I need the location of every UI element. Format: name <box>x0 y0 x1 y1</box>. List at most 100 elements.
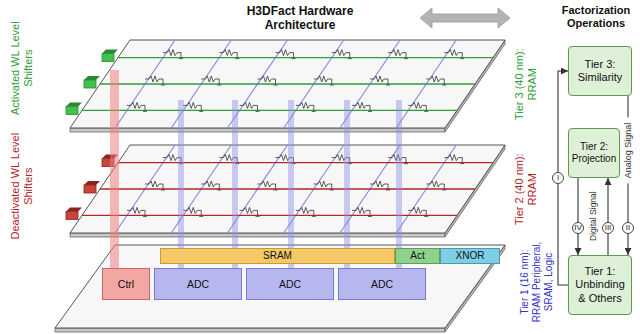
transistor-symbol <box>274 190 278 191</box>
section-title: Factorization Operations <box>554 4 638 30</box>
resistor-symbol <box>163 50 181 58</box>
resistor-symbol <box>240 102 258 110</box>
resistor-symbol <box>296 207 314 215</box>
resistor-symbol <box>127 102 145 110</box>
resistor-symbol <box>276 50 294 58</box>
logic-block: XNOR <box>440 248 500 264</box>
transistor-symbol <box>386 85 390 86</box>
logic-block: Act <box>395 248 440 264</box>
transistor-symbol <box>312 111 316 112</box>
resistor-symbol <box>408 102 426 110</box>
node-text: Ctrl <box>105 278 147 291</box>
control-block: Ctrl <box>102 268 150 300</box>
callout-number: II <box>622 222 634 234</box>
transistor-symbol <box>330 190 334 191</box>
word-line <box>118 57 493 58</box>
transistor-symbol <box>330 85 334 86</box>
adc-block: ADC <box>246 268 334 300</box>
level-shifter-top <box>84 181 100 185</box>
transistor-symbol <box>404 58 408 59</box>
adc-block: ADC <box>338 268 426 300</box>
transistor-symbol <box>143 111 147 112</box>
level-shifter <box>66 211 78 219</box>
signal-label: Digital Signal <box>588 185 598 247</box>
word-line <box>118 162 493 163</box>
level-shifter-top <box>66 207 82 211</box>
transistor-symbol <box>199 216 203 217</box>
node-text: XNOR <box>443 250 497 262</box>
transistor-symbol <box>442 190 446 191</box>
transistor-symbol <box>386 190 390 191</box>
transistor-symbol <box>161 85 165 86</box>
resistor-symbol <box>240 207 258 215</box>
transistor-symbol <box>179 58 183 59</box>
transistor-symbol <box>274 85 278 86</box>
node-text: SRAM <box>163 250 392 262</box>
transistor-symbol <box>368 216 372 217</box>
double-arrow <box>420 8 510 28</box>
vertical-via <box>396 100 402 268</box>
resistor-symbol <box>183 207 201 215</box>
annotation: Deactivated WL Level Shifters <box>9 125 35 247</box>
transistor-symbol <box>424 111 428 112</box>
resistor-symbol <box>332 50 350 58</box>
resistor-symbol <box>388 50 406 58</box>
tier-plane <box>55 245 505 328</box>
node-text: Tier 1: Unbinding & Others <box>572 265 628 305</box>
adc-block: ADC <box>154 268 242 300</box>
tier-edge <box>70 128 445 132</box>
resistor-symbol <box>145 76 163 84</box>
level-shifter <box>84 80 96 88</box>
node-text: Act <box>398 250 437 262</box>
resistor-symbol <box>258 181 276 189</box>
control-via <box>110 70 119 268</box>
process-box: Tier 1: Unbinding & Others <box>568 255 632 315</box>
transistor-symbol <box>199 111 203 112</box>
level-shifter-top <box>66 102 82 106</box>
transistor-symbol <box>424 216 428 217</box>
resistor-symbol <box>408 207 426 215</box>
resistor-symbol <box>201 181 219 189</box>
transistor-symbol <box>292 58 296 59</box>
transistor-symbol <box>312 216 316 217</box>
node-text: ADC <box>341 278 423 291</box>
vertical-via <box>344 100 350 268</box>
transistor-symbol <box>256 216 260 217</box>
node-text: Tier 2: Projection <box>571 141 617 165</box>
callout-number: IV <box>572 222 584 234</box>
transistor-symbol <box>217 190 221 191</box>
connector <box>577 178 578 255</box>
signal-label: Analog Signal <box>623 117 634 183</box>
resistor-symbol <box>444 155 462 163</box>
node-text: ADC <box>157 278 239 291</box>
tier-edge <box>55 328 445 332</box>
process-box: Tier 3: Similarity <box>568 46 632 96</box>
vertical-via <box>288 100 294 268</box>
level-shifter <box>66 106 78 114</box>
transistor-symbol <box>460 163 464 164</box>
process-box: Tier 2: Projection <box>568 128 620 178</box>
callout-number: III <box>602 222 614 234</box>
transistor-symbol <box>404 163 408 164</box>
resistor-symbol <box>426 76 444 84</box>
transistor-symbol <box>460 58 464 59</box>
resistor-symbol <box>370 76 388 84</box>
tier-label: Tier 1 (16 nm): RRAM Peripheral, SRAM, L… <box>519 234 555 330</box>
node-text: ADC <box>249 278 331 291</box>
memory-block: SRAM <box>160 248 395 264</box>
tier-label: Tier 3 (40 nm): RRAM <box>513 38 539 130</box>
tier-edge <box>70 233 445 237</box>
resistor-symbol <box>352 207 370 215</box>
resistor-symbol <box>201 76 219 84</box>
transistor-symbol <box>256 111 260 112</box>
level-shifter-top <box>84 76 100 80</box>
resistor-symbol <box>296 102 314 110</box>
tier-plane <box>70 40 505 128</box>
resistor-symbol <box>258 76 276 84</box>
tier-label: Tier 2 (40 nm): RRAM <box>513 143 539 235</box>
transistor-symbol <box>161 190 165 191</box>
transistor-symbol <box>235 58 239 59</box>
vertical-via <box>178 100 184 268</box>
resistor-symbol <box>426 181 444 189</box>
